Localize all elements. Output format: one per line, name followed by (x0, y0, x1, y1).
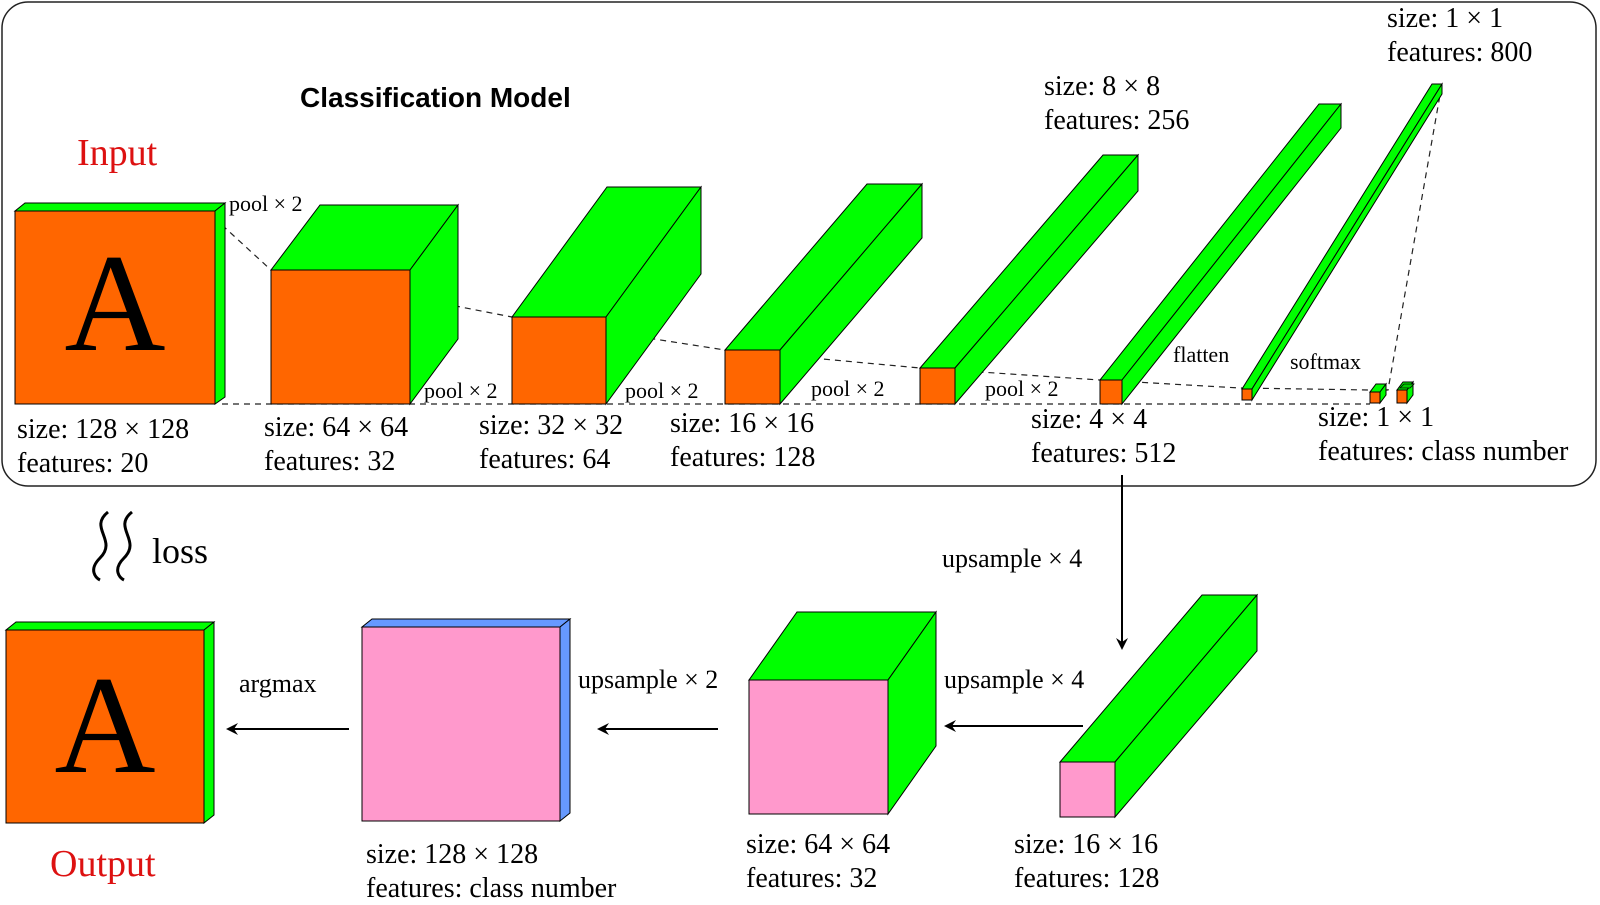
softmax-output-block (1369, 380, 1415, 405)
upsample2-label: upsample × 2 (578, 665, 718, 694)
decoder-0-size: size: 16 × 16 (1014, 829, 1158, 860)
flatten-label: flatten (1173, 342, 1229, 367)
encoder-5-size: size: 4 × 4 (1031, 404, 1147, 435)
encoder-7-features: features: class number (1318, 436, 1569, 467)
encoder-1-size: size: 64 × 64 (264, 412, 408, 443)
pool-label-1: pool × 2 (229, 191, 303, 216)
decoder-block-64 (748, 610, 937, 816)
input-label: Input (77, 132, 158, 174)
encoder-block-5 (1098, 102, 1343, 406)
softmax-label: softmax (1290, 349, 1361, 374)
upsample4-label-mid: upsample × 4 (944, 665, 1084, 694)
encoder-6-size: size: 1 × 1 (1387, 3, 1503, 34)
upsample4-label-top: upsample × 4 (942, 544, 1082, 573)
encoder-7-size: size: 1 × 1 (1318, 402, 1434, 433)
encoder-0-size: size: 128 × 128 (17, 414, 189, 445)
encoder-block-4 (918, 153, 1140, 406)
decoder-2-features: features: class number (366, 873, 617, 904)
encoder-5-features: features: 512 (1031, 438, 1176, 469)
argmax-label: argmax (239, 669, 317, 698)
encoder-block-2 (511, 185, 702, 406)
decoder-1-size: size: 64 × 64 (746, 829, 890, 860)
encoder-6-features: features: 800 (1387, 37, 1532, 68)
input-image-block: A (13, 201, 227, 405)
output-label: Output (50, 843, 156, 885)
pool-label-4: pool × 2 (811, 376, 885, 401)
output-glyph: A (54, 648, 155, 803)
encoder-2-size: size: 32 × 32 (479, 410, 623, 441)
decoder-block-16 (1058, 593, 1259, 819)
pool-label-5: pool × 2 (985, 376, 1059, 401)
encoder-4-size: size: 8 × 8 (1044, 71, 1160, 102)
encoder-block-flat (1241, 82, 1443, 402)
decoder-0-features: features: 128 (1014, 863, 1159, 894)
encoder-block-1 (269, 203, 459, 406)
model-frame (1, 1, 1597, 487)
encoder-3-size: size: 16 × 16 (670, 408, 814, 439)
output-image-block: A (4, 620, 216, 825)
input-glyph: A (64, 226, 165, 381)
loss-label: loss (152, 531, 208, 571)
decoder-1-features: features: 32 (746, 863, 877, 894)
approx-icon (92, 510, 134, 582)
encoder-1-features: features: 32 (264, 446, 395, 477)
encoder-block-3 (723, 182, 924, 406)
pool-label-3: pool × 2 (625, 378, 699, 403)
encoder-0-features: features: 20 (17, 448, 148, 479)
encoder-4-features: features: 256 (1044, 105, 1189, 136)
encoder-3-features: features: 128 (670, 442, 815, 473)
encoder-2-features: features: 64 (479, 444, 610, 475)
decoder-2-size: size: 128 × 128 (366, 839, 538, 870)
decoder-block-128 (360, 617, 572, 823)
pool-label-2: pool × 2 (424, 378, 498, 403)
diagram-title: Classification Model (300, 82, 571, 113)
